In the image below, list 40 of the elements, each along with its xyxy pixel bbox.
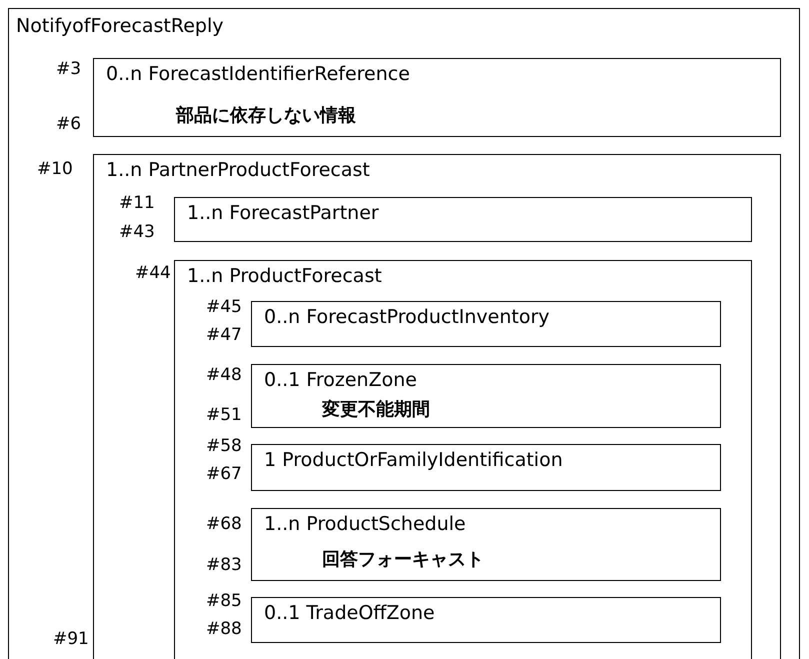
element-box bbox=[251, 364, 721, 428]
line-number: #6 bbox=[56, 116, 82, 133]
line-number: #51 bbox=[206, 407, 242, 424]
line-number: #91 bbox=[53, 631, 89, 648]
element-box bbox=[174, 260, 752, 659]
element-description: 部品に依存しない情報 bbox=[176, 104, 356, 127]
element-name: 1..n ProductSchedule bbox=[264, 513, 466, 535]
line-number: #47 bbox=[206, 327, 242, 344]
element-description: 変更不能期間 bbox=[322, 398, 430, 421]
element-name: 0..1 FrozenZone bbox=[264, 369, 417, 391]
element-name: 1..n PartnerProductForecast bbox=[106, 159, 370, 181]
line-number: #3 bbox=[56, 61, 82, 78]
line-number: #10 bbox=[37, 161, 73, 178]
line-number: #67 bbox=[206, 466, 242, 483]
line-number: #45 bbox=[206, 299, 242, 316]
element-name: 1..n ProductForecast bbox=[187, 265, 382, 287]
element-box bbox=[93, 154, 781, 659]
element-box bbox=[251, 301, 721, 347]
line-number: #83 bbox=[206, 557, 242, 574]
line-number: #68 bbox=[206, 516, 242, 533]
line-number: #48 bbox=[206, 367, 242, 384]
element-box bbox=[174, 197, 752, 242]
element-name: 1 ProductOrFamilyIdentification bbox=[264, 449, 563, 471]
line-number: #44 bbox=[135, 265, 171, 282]
element-description: 回答フォーキャスト bbox=[322, 548, 484, 571]
line-number: #58 bbox=[206, 438, 242, 455]
element-box bbox=[251, 444, 721, 491]
element-name: 0..n ForecastIdentifierReference bbox=[106, 63, 410, 85]
line-number: #85 bbox=[206, 593, 242, 610]
element-name: NotifyofForecastReply bbox=[16, 15, 224, 37]
line-number: #43 bbox=[119, 224, 155, 241]
element-box bbox=[251, 508, 721, 581]
element-box bbox=[251, 597, 721, 643]
element-name: 0..n ForecastProductInventory bbox=[264, 306, 550, 328]
element-name: 1..n ForecastPartner bbox=[187, 202, 379, 224]
line-number: #88 bbox=[206, 621, 242, 638]
element-box bbox=[93, 58, 781, 137]
element-box bbox=[8, 8, 800, 659]
line-number: #11 bbox=[119, 195, 155, 212]
element-name: 0..1 TradeOffZone bbox=[264, 602, 435, 624]
